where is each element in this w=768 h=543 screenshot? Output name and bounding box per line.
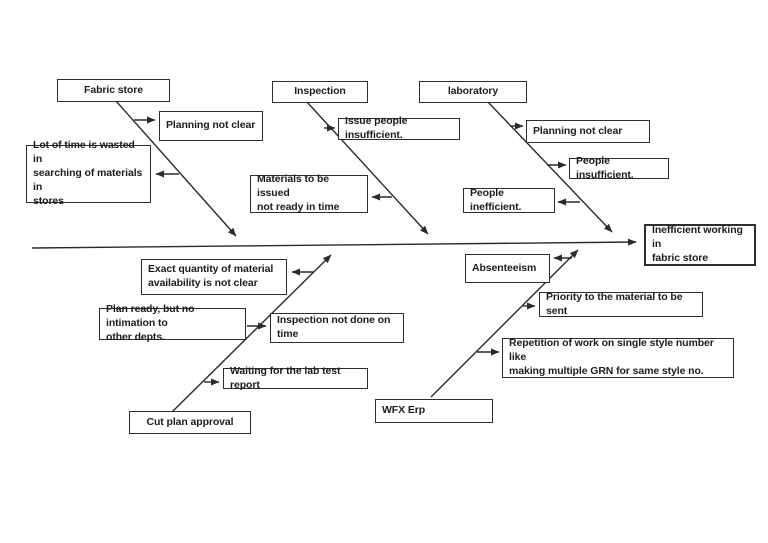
bone-wfx-erp bbox=[430, 249, 579, 398]
category-box-fabric-store: Fabric store bbox=[57, 79, 170, 102]
cause-box-issue-people-insufficient: Issue people insufficient. bbox=[338, 115, 460, 141]
cause-box-plan-ready-no-intimation: Plan ready, but no intimation to other d… bbox=[99, 303, 246, 343]
cause-box-materials-not-ready: Materials to be issued not ready in time bbox=[250, 173, 368, 213]
cause-box-repetition-of-work: Repetition of work on single style numbe… bbox=[502, 337, 734, 378]
bone-cut-plan-approval bbox=[171, 254, 332, 413]
cause-box-lot-of-time-wasted: Lot of time is wasted in searching of ma… bbox=[26, 139, 151, 207]
bone-fabric-store bbox=[115, 100, 237, 237]
cause-box-exact-quantity: Exact quantity of material availability … bbox=[141, 259, 287, 295]
category-box-wfx-erp: WFX Erp bbox=[375, 399, 493, 423]
cause-box-inspection-not-done: Inspection not done on time bbox=[270, 313, 404, 343]
cause-box-absenteeism: Absenteeism bbox=[465, 254, 550, 283]
category-box-laboratory: laboratory bbox=[419, 81, 527, 103]
cause-box-people-insufficient: People insufficient. bbox=[569, 155, 669, 181]
cause-box-planning-not-clear-right: Planning not clear bbox=[526, 120, 650, 143]
effect-box-inefficient-working: Inefficient working in fabric store bbox=[644, 224, 756, 266]
bone-inspection bbox=[306, 101, 429, 235]
cause-box-planning-not-clear-left: Planning not clear bbox=[159, 111, 263, 141]
cause-box-people-inefficient: People inefficient. bbox=[463, 187, 555, 213]
spine-line bbox=[31, 238, 637, 249]
bone-laboratory bbox=[487, 101, 613, 233]
cause-box-priority-material: Priority to the material to be sent bbox=[539, 291, 703, 317]
category-box-cut-plan-approval: Cut plan approval bbox=[129, 411, 251, 434]
category-box-inspection: Inspection bbox=[272, 81, 368, 103]
cause-box-waiting-lab-report: Waiting for the lab test report bbox=[223, 365, 368, 391]
